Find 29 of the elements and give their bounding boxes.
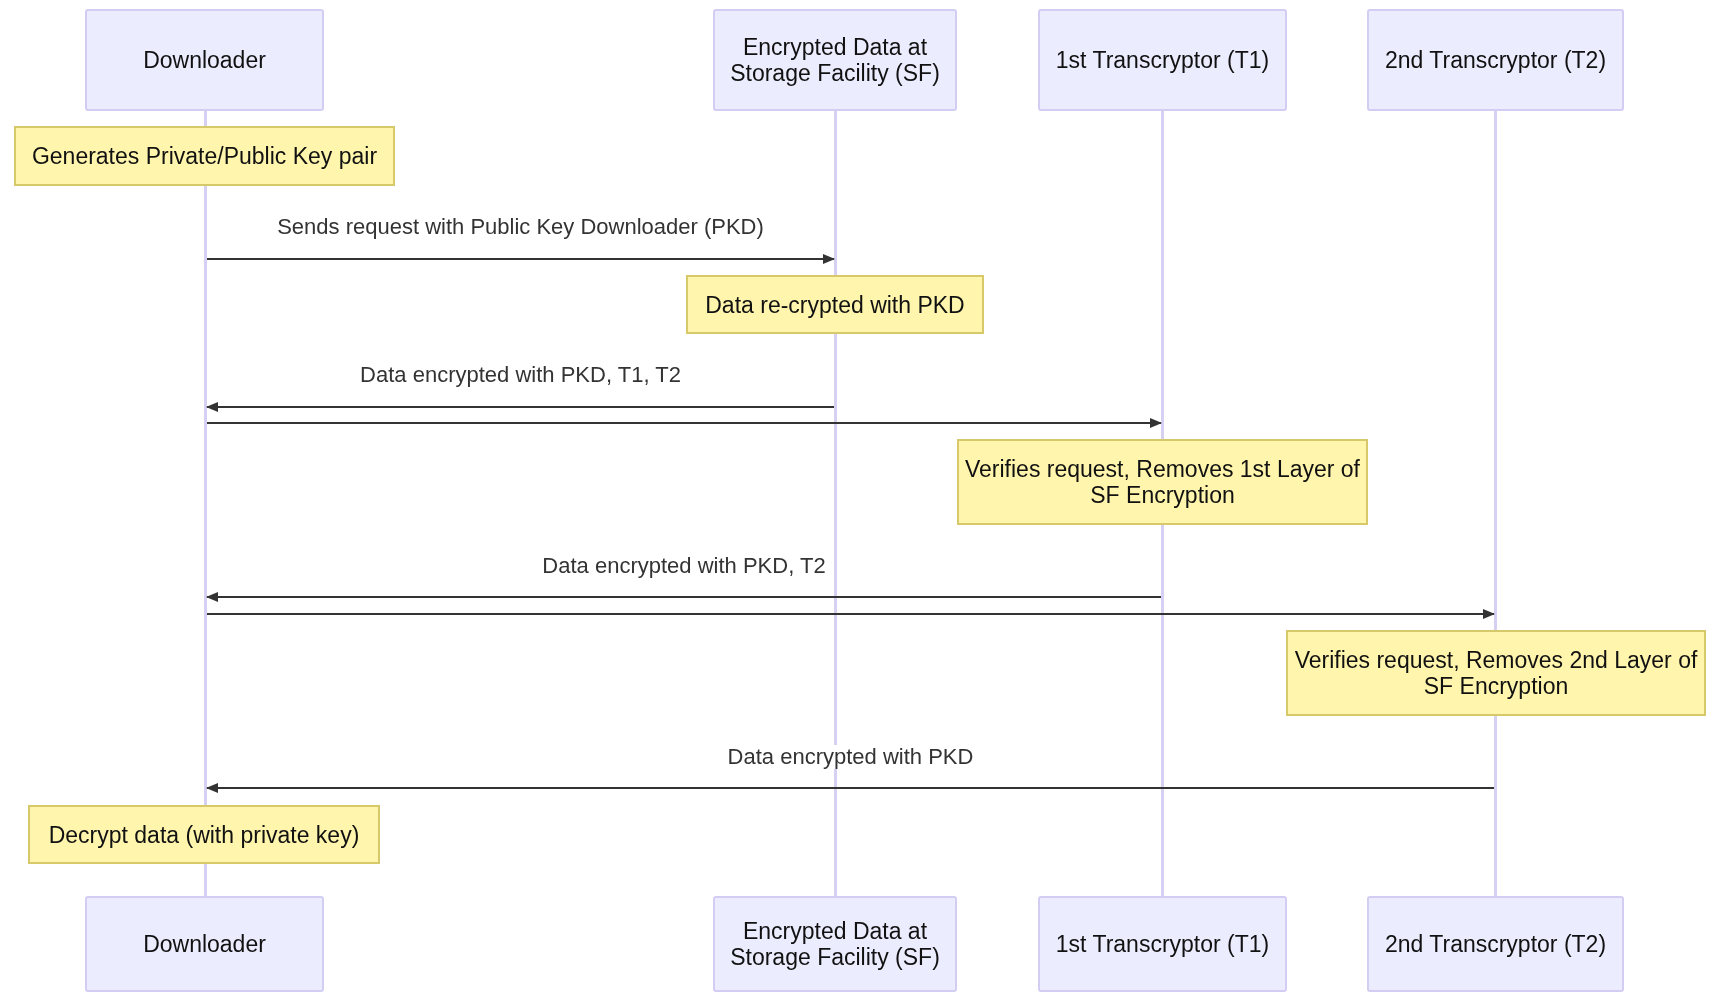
lifeline (204, 186, 207, 805)
message-arrow (206, 609, 1495, 619)
participant-box: Encrypted Data at Storage Facility (SF) (713, 896, 957, 992)
message-arrow (206, 254, 835, 264)
participant-box: 2nd Transcryptor (T2) (1367, 9, 1624, 111)
message-arrow (206, 418, 1162, 428)
note-box: Decrypt data (with private key) (28, 805, 380, 864)
message-arrow (206, 402, 835, 412)
edge-label: Sends request with Public Key Downloader (PKD) (275, 215, 766, 239)
lifeline (1161, 111, 1164, 439)
lifeline (204, 864, 207, 896)
edge-label: Data encrypted with PKD, T1, T2 (358, 363, 683, 387)
lifeline (1494, 716, 1497, 896)
note-box: Verifies request, Removes 2nd Layer of SF Encryption (1286, 630, 1706, 716)
participant-box: Encrypted Data at Storage Facility (SF) (713, 9, 957, 111)
lifeline (204, 111, 207, 126)
lifeline (1494, 111, 1497, 630)
lifeline (1161, 525, 1164, 896)
participant-box: 1st Transcryptor (T1) (1038, 896, 1287, 992)
participant-box: 2nd Transcryptor (T2) (1367, 896, 1624, 992)
note-box: Generates Private/Public Key pair (14, 126, 395, 186)
message-arrow (206, 592, 1162, 602)
message-arrow (206, 783, 1495, 793)
note-box: Verifies request, Removes 1st Layer of SF Encryption (957, 439, 1368, 525)
participant-box: 1st Transcryptor (T1) (1038, 9, 1287, 111)
lifeline (834, 111, 837, 275)
note-box: Data re-crypted with PKD (686, 275, 984, 334)
participant-box: Downloader (85, 896, 324, 992)
participant-box: Downloader (85, 9, 324, 111)
